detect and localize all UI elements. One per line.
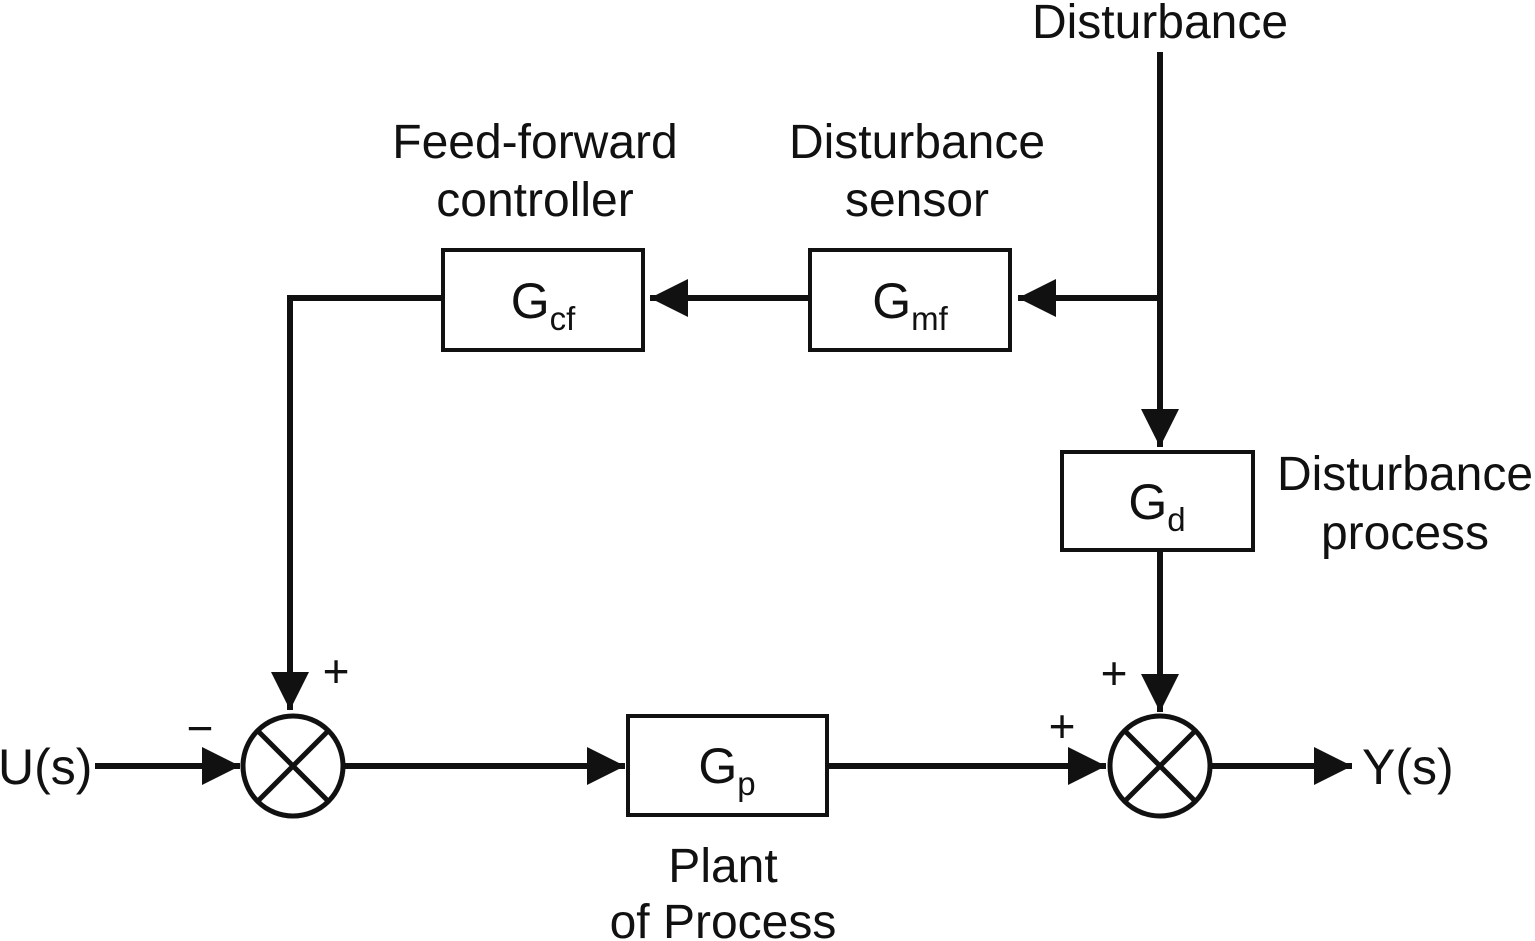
plant-caption-line1: Plant: [668, 840, 777, 893]
disturbance-sensor-block: [808, 248, 1012, 352]
disturbance-sensor-caption-line1: Disturbance: [789, 116, 1045, 169]
feedforward-controller-caption-line1: Feed-forward: [392, 116, 677, 169]
left-junction-top-sign: +: [323, 645, 350, 697]
disturbance-sensor-caption-line2: sensor: [845, 174, 989, 227]
gd-symbol: G: [1128, 474, 1167, 530]
disturbance-source-label: Disturbance: [1032, 0, 1288, 49]
feedforward-to-left-junction-arrow: [271, 295, 443, 710]
feedforward-controller-symbol: Gcf: [511, 273, 576, 337]
feedforward-controller-block: [441, 248, 645, 352]
disturbance-process-block: [1060, 450, 1255, 552]
right-summing-junction: [1107, 713, 1213, 819]
gp-symbol: G: [698, 738, 737, 794]
left-junction-input-sign: −: [187, 702, 214, 754]
gmf-subscript: mf: [911, 300, 948, 337]
feedforward-controller-caption-line2: controller: [436, 174, 633, 227]
plant-caption-line2: of Process: [610, 896, 837, 941]
right-junction-top-sign: +: [1101, 647, 1128, 699]
left-summing-junction: [240, 713, 346, 819]
disturbance-process-caption-line1: Disturbance: [1277, 448, 1533, 501]
right-junction-input-sign: +: [1049, 700, 1076, 752]
output-signal-label: Y(s): [1362, 739, 1454, 795]
gmf-symbol: G: [872, 273, 911, 329]
disturbance-process-caption-line2: process: [1321, 507, 1489, 560]
gcf-symbol: G: [511, 273, 550, 329]
plant-block: [626, 714, 829, 817]
gcf-subscript: cf: [550, 300, 577, 337]
input-signal-label: U(s): [0, 739, 92, 795]
left-summing-x: [255, 728, 331, 804]
disturbance-sensor-symbol: Gmf: [872, 273, 948, 337]
disturbance-process-symbol: Gd: [1128, 474, 1185, 538]
gd-subscript: d: [1167, 501, 1185, 538]
right-summing-x: [1122, 728, 1198, 804]
gp-subscript: p: [737, 765, 755, 802]
plant-symbol: Gp: [698, 738, 755, 802]
